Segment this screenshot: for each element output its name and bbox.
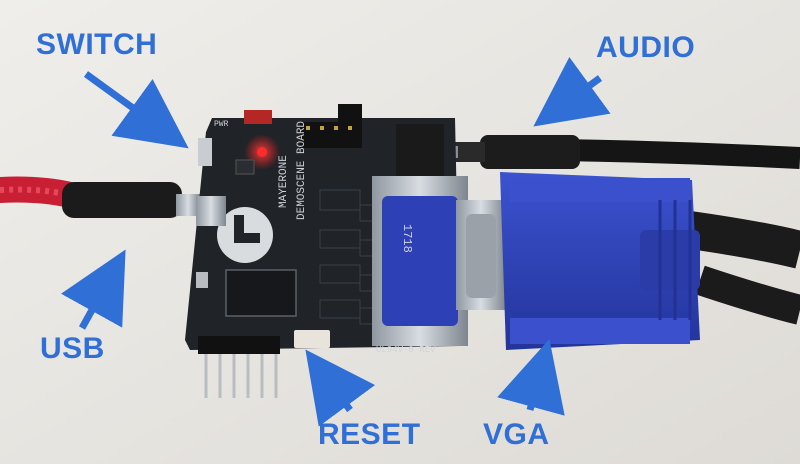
arrow-icon [305, 349, 376, 427]
label-reset: RESET [318, 418, 421, 451]
label-audio: AUDIO [596, 31, 696, 64]
vga-mark: 1718 [400, 224, 414, 253]
label-switch: SWITCH [36, 28, 158, 61]
arrow-icon [83, 71, 189, 149]
micro-usb-port [196, 196, 226, 226]
audio-jack [396, 124, 444, 184]
pwr-mark: PWR [214, 120, 229, 129]
usb-cable [0, 176, 200, 218]
label-vga: VGA [483, 418, 550, 451]
arrow-icon [497, 338, 565, 416]
label-usb: USB [40, 332, 105, 365]
vga-cable [687, 211, 800, 325]
board-logo [217, 207, 273, 263]
board-title-line1: MAYERONE [278, 155, 290, 208]
pointer-arrows [61, 56, 611, 427]
reset-button [294, 330, 330, 348]
arrow-icon [533, 56, 611, 127]
ul-mark: UL94V-0 REV [376, 345, 436, 355]
board-title-line2: DEMOSCENE BOARD [296, 121, 308, 220]
power-switch [198, 138, 212, 166]
vga-port-board: 1718 [372, 176, 468, 346]
vga-plug [456, 172, 700, 350]
main-chip [225, 269, 297, 317]
arrow-icon [61, 249, 126, 330]
pin-header [198, 336, 280, 354]
